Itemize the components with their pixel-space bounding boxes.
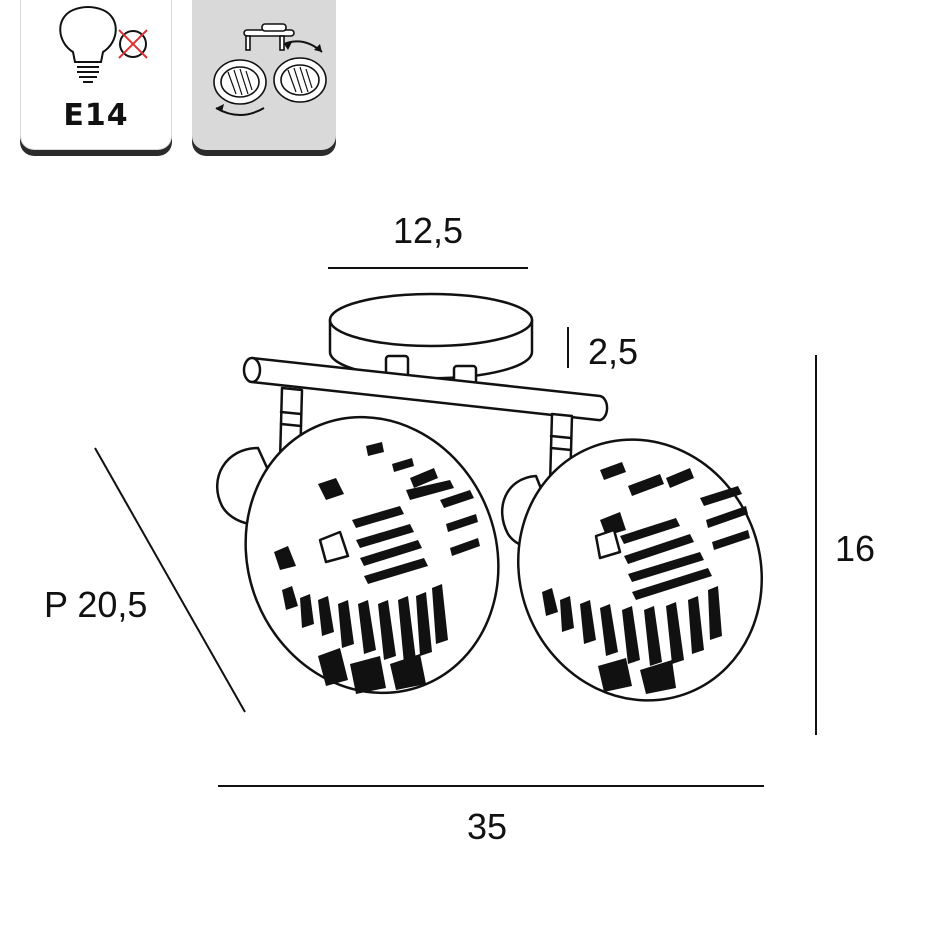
fixture	[216, 292, 764, 702]
led-bulb-icon	[59, 6, 117, 83]
dimension-lines	[94, 267, 817, 787]
crossed-circle-icon	[118, 29, 148, 59]
bulb-type-badge: E14	[20, 0, 172, 150]
right-shade-pattern	[542, 462, 750, 694]
depth-label: P 20,5	[44, 584, 148, 625]
top-width-label: 12,5	[393, 210, 464, 251]
left-spotlight	[216, 386, 500, 695]
total-width-label: 35	[467, 806, 508, 847]
total-height-label: 16	[835, 528, 876, 569]
adjustable-spotlight-icon	[213, 23, 327, 116]
canopy-height-label: 2,5	[588, 331, 639, 372]
left-shade-pattern	[274, 442, 480, 694]
mounting-bar	[242, 356, 609, 422]
right-spotlight	[500, 412, 764, 702]
depth-line	[94, 447, 246, 713]
adjustable-badge	[192, 0, 336, 150]
socket-type-label: E14	[63, 98, 129, 133]
